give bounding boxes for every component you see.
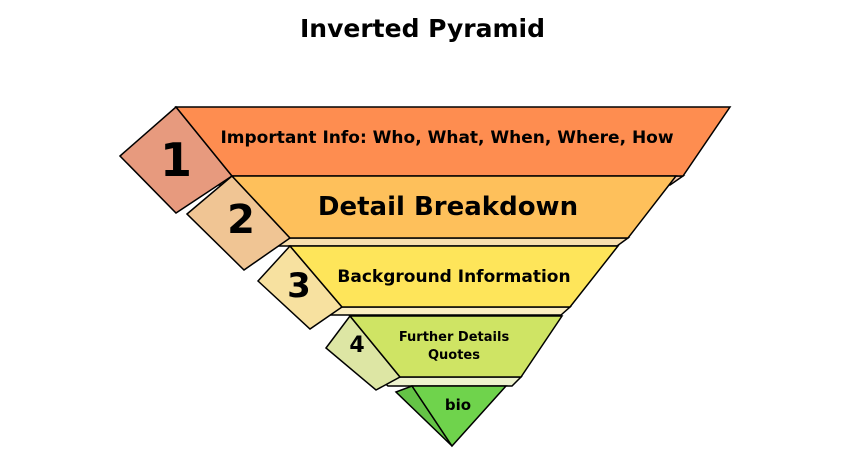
level-1-number: 1 <box>160 133 192 187</box>
pyramid-level-4: 4 Further Details Quotes <box>324 314 564 391</box>
pyramid-level-3: 3 Background Information <box>256 244 620 330</box>
level-4-number: 4 <box>349 333 364 358</box>
level-4-bottom-face <box>376 376 523 387</box>
pyramid-level-2: 2 Detail Breakdown <box>185 174 678 271</box>
level-3-number: 3 <box>287 266 311 306</box>
level-4-front-face <box>348 315 564 378</box>
level-4-label-line-2: Quotes <box>428 348 480 363</box>
pyramid-level-1: 1 Important Info: Who, What, When, Where… <box>118 105 732 214</box>
level-3-bottom-face <box>317 306 572 316</box>
level-2-bottom-face <box>259 237 631 247</box>
level-1-label: Important Info: Who, What, When, Where, … <box>220 128 673 148</box>
level-3-front-face <box>288 245 620 308</box>
level-4-label-line-1: Further Details <box>399 330 510 345</box>
pyramid-level-5: bio <box>394 385 508 448</box>
level-2-front-face <box>230 175 678 239</box>
diagram-title: Inverted Pyramid <box>300 14 545 43</box>
level-5-label: bio <box>445 396 471 414</box>
level-1-front-face <box>174 106 732 177</box>
level-2-number: 2 <box>227 197 255 243</box>
level-2-label: Detail Breakdown <box>318 192 578 222</box>
level-3-label: Background Information <box>337 267 570 287</box>
level-5-front-face <box>410 385 508 448</box>
